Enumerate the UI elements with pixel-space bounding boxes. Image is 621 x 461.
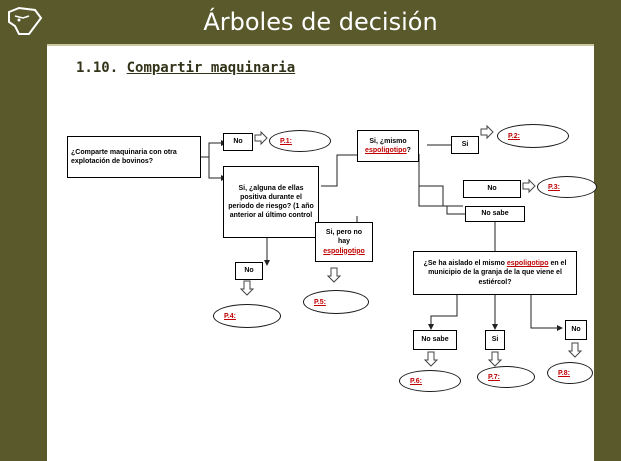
result-label-p8: P.8: <box>558 369 570 377</box>
result-ellipse-p8: P.8: <box>547 362 593 384</box>
result-ellipse-p5: P.5: <box>303 290 369 314</box>
result-label-p6: P.6: <box>410 377 422 385</box>
result-ellipse-p1: P.1: <box>269 130 331 152</box>
result-label-p1: P.1: <box>280 137 292 145</box>
result-label-p2: P.2: <box>508 132 520 140</box>
question-box-alguna-positiva: Si, ¿alguna de ellas positiva durante el… <box>223 166 319 238</box>
result-ellipse-p3: P.3: <box>537 176 597 198</box>
slide-content: 1.10. Compartir maquinaria <box>47 46 597 461</box>
option-box-no-2: No <box>463 180 521 198</box>
result-label-p3: P.3: <box>548 183 560 191</box>
option-box-si-2: Si <box>451 136 479 154</box>
question-text-comparte: ¿Comparte maquinaria con otra explotació… <box>71 148 177 165</box>
result-ellipse-p7: P.7: <box>477 366 535 388</box>
result-label-p4: P.4: <box>224 312 236 320</box>
option-box-si-3: Si <box>485 330 505 350</box>
result-label-p5: P.5: <box>314 298 326 306</box>
option-label-nosabe-2: No sabe <box>421 336 449 344</box>
text-espoligotipo-1: espoligotipo <box>365 147 407 154</box>
option-box-no-1: No <box>223 133 253 151</box>
left-bar <box>0 0 47 461</box>
question-text-alguna-positiva: Si, ¿alguna de ellas positiva durante el… <box>228 184 314 220</box>
section-heading: 1.10. Compartir maquinaria <box>76 60 295 76</box>
option-label-no-4: No <box>571 326 581 334</box>
option-label-nosabe-1: No sabe <box>481 210 509 218</box>
option-label-no-3: No <box>244 267 254 275</box>
question-box-aislado: ¿Se ha aislado el mismo espoligotipo en … <box>413 251 577 295</box>
question-text-aislado: ¿Se ha aislado el mismo espoligotipo en … <box>417 259 573 286</box>
text-si-pero: Si, pero no hay <box>325 229 363 246</box>
option-label-no-1: No <box>233 138 243 146</box>
option-box-no-4: No <box>565 320 587 340</box>
result-label-p7: P.7: <box>488 373 500 381</box>
option-text-si-pero-no-hay: Si, pero no hay espoligotipo <box>319 228 369 255</box>
text-espoligotipo-3: espoligotipo <box>506 260 549 268</box>
text-espoligotipo-2: espoligotipo <box>323 247 365 255</box>
question-box-comparte: ¿Comparte maquinaria con otra explotació… <box>67 136 201 178</box>
text-si-mismo: Si, ¿mismo <box>369 137 407 145</box>
cow-logo-icon <box>8 6 43 35</box>
title-underline <box>47 44 594 46</box>
option-label-si-3: Si <box>491 336 499 344</box>
option-box-nosabe-1: No sabe <box>465 206 525 222</box>
page-title: Árboles de decisión <box>203 8 438 36</box>
title-bar <box>0 0 621 46</box>
option-box-si-pero-no-hay: Si, pero no hay espoligotipo <box>315 222 373 262</box>
option-label-no-2: No <box>487 185 497 193</box>
option-box-nosabe-2: No sabe <box>413 330 457 350</box>
section-number: 1.10. <box>76 60 119 76</box>
section-title: Compartir maquinaria <box>126 60 296 76</box>
question-box-mismo-espoligotipo: Si, ¿mismo espoligotipo? <box>357 130 419 162</box>
question-text-mismo-espoligotipo: Si, ¿mismo espoligotipo? <box>361 137 415 155</box>
text-question-mark: ? <box>406 147 411 154</box>
right-bar <box>594 0 621 461</box>
text-aislado-post: en el municipio de la granja de la que v… <box>428 260 567 286</box>
result-ellipse-p6: P.6: <box>399 370 461 392</box>
result-ellipse-p2: P.2: <box>497 124 569 148</box>
text-aislado-pre: ¿Se ha aislado el mismo <box>423 260 505 268</box>
option-label-si-2: Si <box>461 141 469 149</box>
option-box-no-3: No <box>235 262 263 280</box>
result-ellipse-p4: P.4: <box>213 304 281 328</box>
